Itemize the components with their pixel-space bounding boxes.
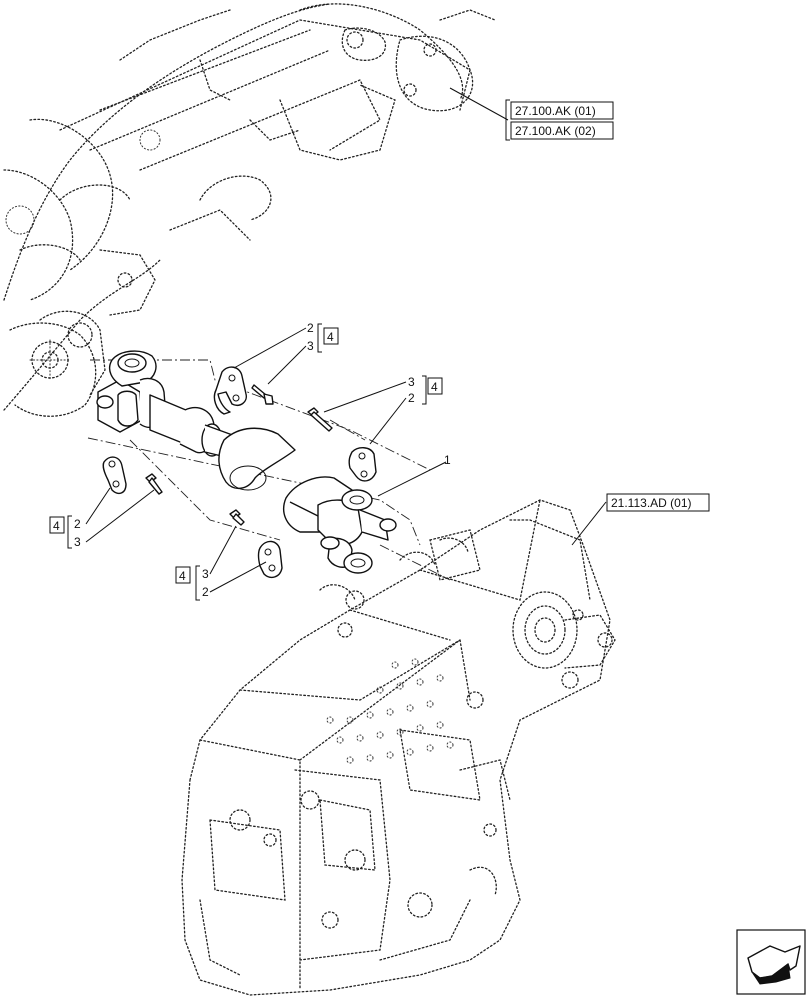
transmission-assembly [181, 499, 616, 996]
drive-shaft [96, 350, 397, 574]
callout-2-left: 2 [74, 517, 81, 531]
bolt-left [145, 473, 163, 495]
bolts [145, 384, 333, 526]
callout-leaders [85, 87, 607, 593]
callout-3-left: 3 [74, 535, 81, 549]
callout-4-right: 4 [431, 380, 438, 394]
ref-rear-axle-2[interactable]: 27.100.AK (02) [515, 124, 596, 138]
ref-rear-axle-2-box[interactable] [510, 121, 614, 140]
callout-3-bottom: 3 [202, 567, 209, 581]
clamp-straps [102, 366, 377, 579]
callout-2-upper: 2 [307, 321, 314, 335]
callout-1: 1 [444, 453, 451, 467]
bolt-right [307, 407, 333, 432]
callout-4-left-box [49, 516, 65, 534]
ref-transmission[interactable]: 21.113.AD (01) [611, 496, 692, 510]
bolt-bottom [229, 509, 245, 526]
callout-4-left: 4 [53, 519, 60, 533]
callout-4-bottom-box [175, 566, 191, 584]
callout-brackets [67, 99, 510, 601]
callout-4-upper: 4 [327, 330, 334, 344]
ref-transmission-box[interactable] [606, 493, 710, 512]
callout-2-bottom: 2 [202, 585, 209, 599]
cross-references: 27.100.AK (01) 27.100.AK (02) 21.113.AD … [510, 101, 710, 512]
next-page-arrow-icon[interactable] [736, 929, 806, 995]
rear-axle-assembly [3, 3, 496, 417]
ref-rear-axle-1[interactable]: 27.100.AK (01) [515, 104, 596, 118]
ref-rear-axle-1-box[interactable] [510, 101, 614, 120]
callout-4-right-box [427, 377, 443, 395]
callout-4-upper-box [323, 327, 339, 345]
callout-2-right: 2 [408, 391, 415, 405]
callout-4-bottom: 4 [179, 569, 186, 583]
callout-3-upper: 3 [307, 339, 314, 353]
housing-bolt-pattern [326, 658, 454, 764]
callout-labels: 1 2 3 4 3 2 4 4 2 3 4 3 2 [49, 321, 451, 599]
bolt-upper [251, 384, 274, 405]
callout-3-right: 3 [408, 375, 415, 389]
